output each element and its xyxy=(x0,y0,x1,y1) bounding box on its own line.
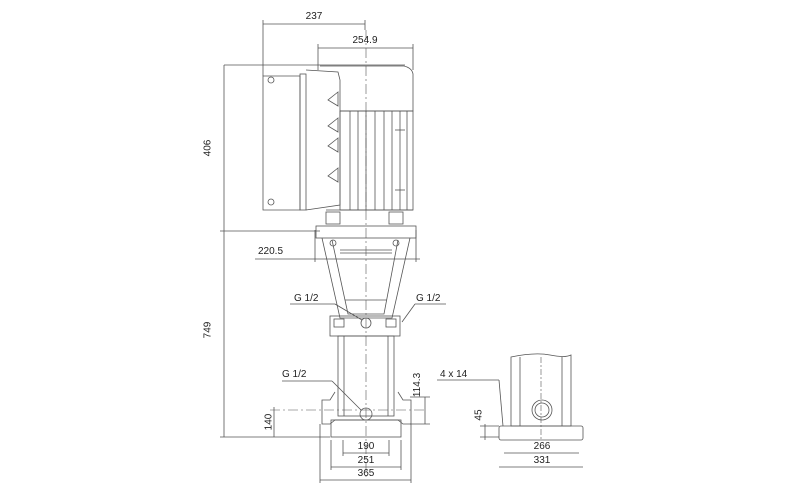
dim-190: 190 xyxy=(357,441,375,452)
dim-251: 251 xyxy=(357,455,375,466)
dim-406: 406 xyxy=(202,139,214,157)
dim-114-3: 114.3 xyxy=(412,372,424,398)
callout-g12-lower: G 1/2 xyxy=(282,369,307,380)
dim-220-5: 220.5 xyxy=(258,246,284,257)
dim-266: 266 xyxy=(533,441,551,452)
dim-140: 140 xyxy=(263,413,275,431)
dim-749: 749 xyxy=(202,321,214,339)
callout-g12-left: G 1/2 xyxy=(294,293,319,304)
dim-237: 237 xyxy=(305,11,323,22)
dim-4x14: 4 x 14 xyxy=(440,369,468,380)
dim-254-9: 254.9 xyxy=(352,35,378,46)
dim-45: 45 xyxy=(473,409,485,421)
dim-365: 365 xyxy=(357,468,375,479)
dim-331: 331 xyxy=(533,455,551,466)
callout-g12-right: G 1/2 xyxy=(416,293,441,304)
